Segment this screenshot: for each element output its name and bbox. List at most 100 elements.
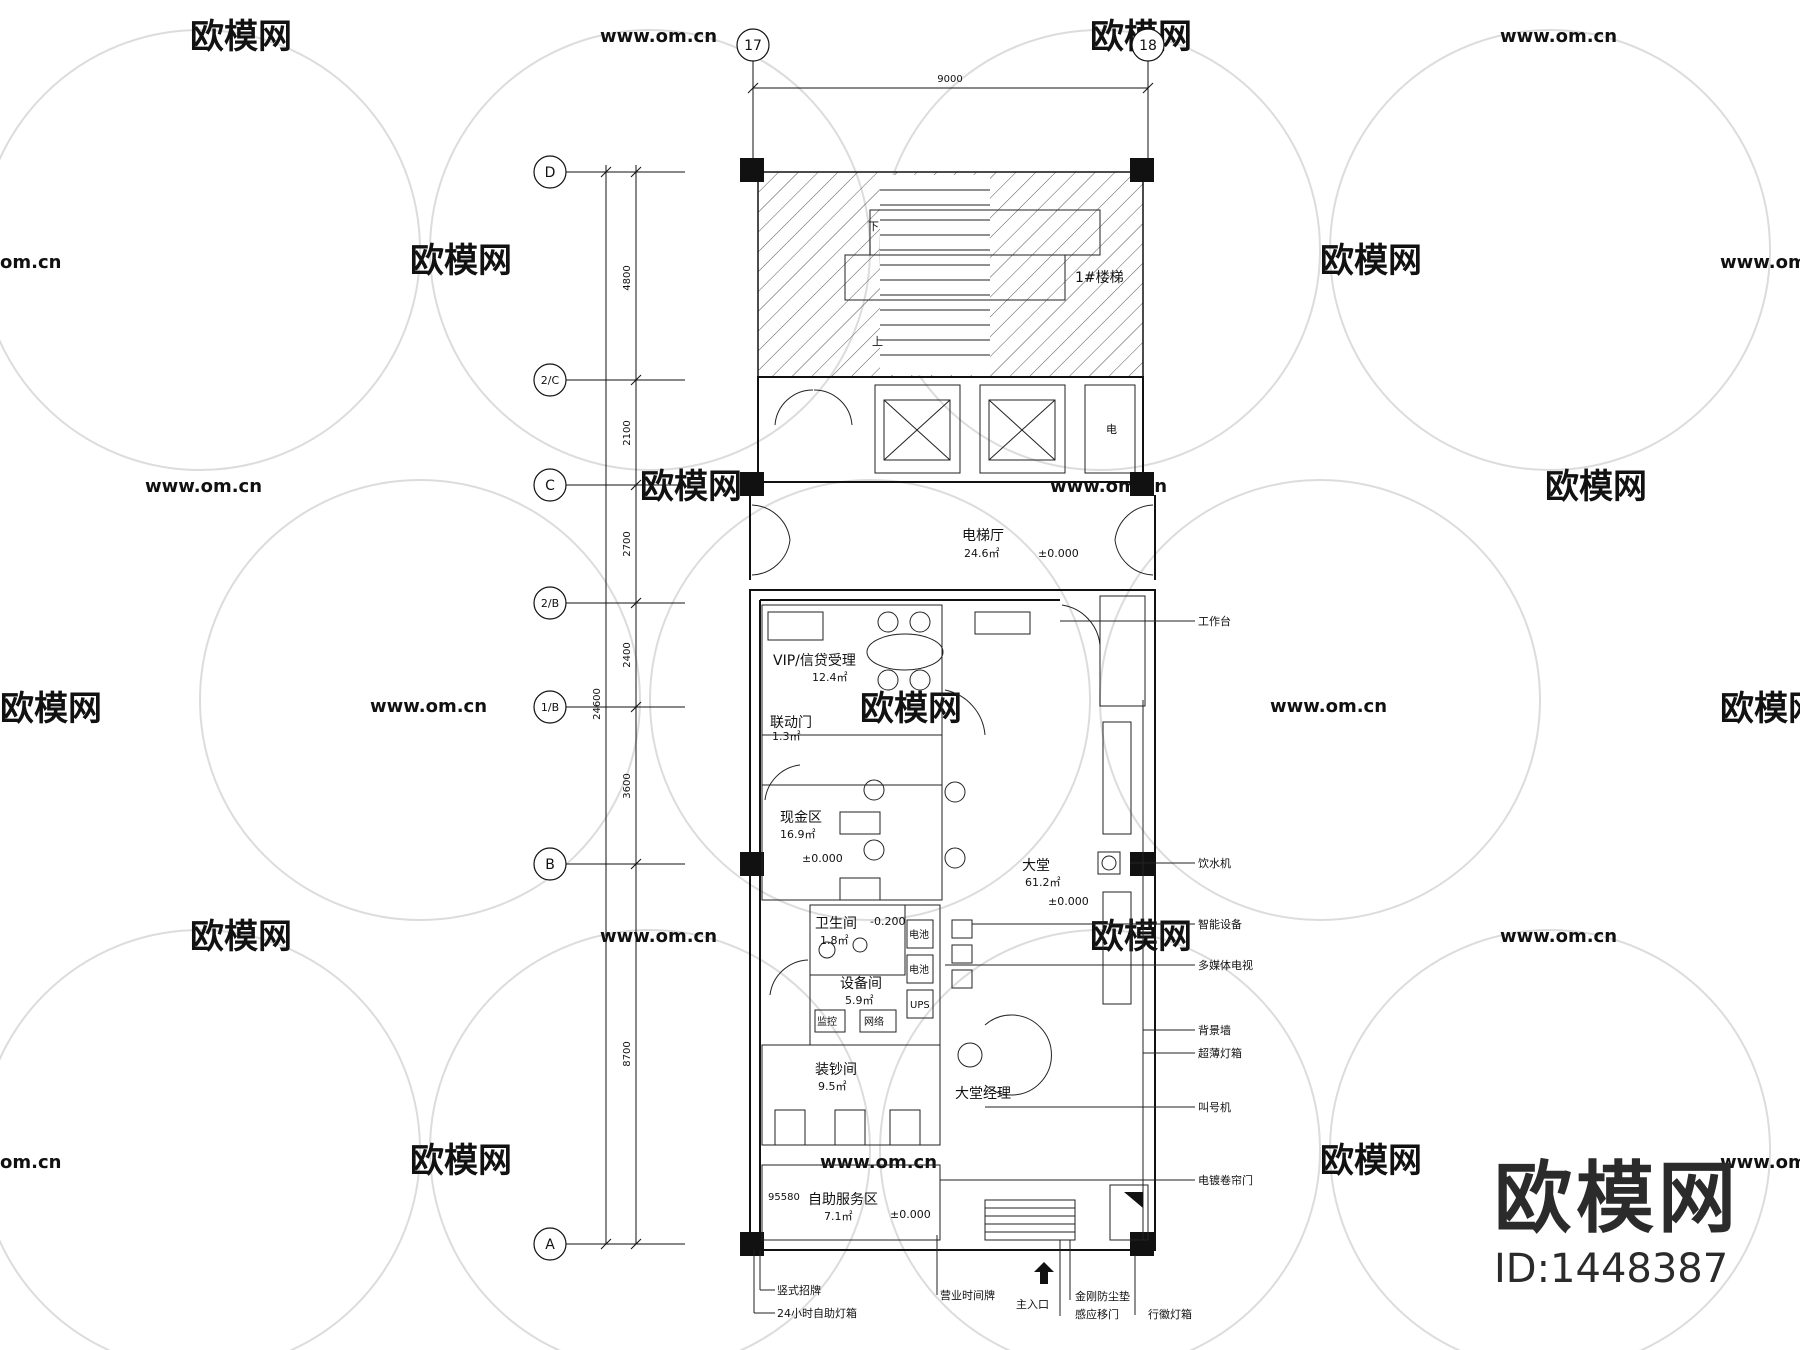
- wm-brand: 欧模网: [410, 241, 512, 281]
- stair-up-label: 上: [872, 335, 883, 348]
- axis-label-C: C: [545, 478, 555, 494]
- axis-label-D: D: [545, 165, 556, 181]
- cash-name: 现金区: [780, 810, 822, 826]
- callouts-bottom: 竖式招牌 24小时自助灯箱 营业时间牌 主入口 金刚防尘垫 感应移门 行徽灯箱: [753, 1235, 1192, 1321]
- callouts-right: 工作台 饮水机 智能设备 多媒体电视 背景墙 超薄灯箱 叫号机 电镀卷帘门: [940, 614, 1253, 1187]
- dim-left-total: 24600: [592, 688, 603, 720]
- brand-name: 欧模网: [1493, 1154, 1740, 1244]
- cash-area-size: 16.9㎡: [780, 828, 816, 841]
- elec-room-label: 电: [1106, 423, 1117, 436]
- stair-block: 下 上 1#楼梯: [757, 171, 1144, 378]
- callout-lightbox: 超薄灯箱: [1198, 1046, 1242, 1060]
- wm-brand: 欧模网: [190, 917, 292, 957]
- lobby-name: 大堂: [1022, 858, 1050, 874]
- callout-queue: 叫号机: [1198, 1100, 1231, 1114]
- wm-brand: 欧模网: [190, 17, 292, 57]
- axis-label-2C: 2/C: [541, 374, 560, 387]
- elevators: 电: [757, 376, 1144, 483]
- wm-url: www.om.cn: [1500, 926, 1617, 947]
- monitor-label: 监控: [817, 1015, 837, 1028]
- interlock-name: 联动门: [770, 715, 812, 731]
- callout-sign-vertical: 竖式招牌: [777, 1283, 821, 1297]
- callout-tv: 多媒体电视: [1198, 958, 1253, 972]
- wm-brand: 欧模网: [410, 1141, 512, 1181]
- dim-left-1: 4800: [622, 265, 633, 290]
- network-label: 网络: [864, 1015, 884, 1028]
- equipment-room: 电池 电池 UPS 监控 网络 设备间 5.9㎡: [769, 904, 941, 1046]
- cash-load-name: 装钞间: [815, 1062, 857, 1078]
- callout-hours: 营业时间牌: [940, 1288, 995, 1302]
- wm-url: www.om.cn: [1270, 696, 1387, 717]
- battery-1: 电池: [909, 928, 929, 941]
- lobby-level: ±0.000: [1048, 895, 1089, 908]
- equipment-name: 设备间: [840, 975, 882, 992]
- callout-bank-box: 行徽灯箱: [1148, 1307, 1192, 1321]
- callout-sign-24h: 24小时自助灯箱: [777, 1306, 857, 1320]
- axis-label-A: A: [545, 1237, 555, 1253]
- wm-brand: 欧模网: [1090, 917, 1192, 957]
- dim-left-6: 8700: [622, 1041, 633, 1066]
- cash-area: 现金区 16.9㎡ ±0.000: [761, 779, 966, 901]
- wc-area: 1.8㎡: [820, 934, 849, 947]
- wm-url: om.cn: [0, 1152, 61, 1173]
- vip-area: 12.4㎡: [812, 671, 848, 684]
- vip-name: VIP/信贷受理: [773, 653, 856, 669]
- wm-url: om.cn: [0, 252, 61, 273]
- callout-water: 饮水机: [1198, 856, 1231, 870]
- callout-bgwall: 背景墙: [1198, 1023, 1231, 1037]
- self-service-room: 95580 自助服务区 7.1㎡ ±0.000: [761, 1164, 941, 1241]
- self-service-code: 95580: [768, 1192, 800, 1203]
- dim-top: 9000: [937, 74, 962, 85]
- callout-smart: 智能设备: [1198, 917, 1242, 931]
- axis-label-17: 17: [744, 38, 762, 54]
- dim-left-2: 2100: [622, 420, 633, 445]
- wm-url: www.om.cn: [600, 926, 717, 947]
- lobby: 大堂 61.2㎡ ±0.000 大堂经理: [940, 595, 1149, 1241]
- wm-brand: 欧模网: [1320, 1141, 1422, 1181]
- self-service-level: ±0.000: [890, 1208, 931, 1221]
- battery-2: 电池: [909, 963, 929, 976]
- axis-label-B: B: [545, 857, 555, 873]
- wm-url: www.om.cn: [600, 26, 717, 47]
- wm-brand: 欧模网: [640, 467, 742, 507]
- self-service-area: 7.1㎡: [824, 1210, 853, 1223]
- dim-left-5: 3600: [622, 773, 633, 798]
- row-axes: D 2/C C 2/B 1/B B A: [533, 155, 685, 1261]
- brand-id: ID:1448387: [1493, 1246, 1729, 1292]
- axis-label-1B: 1/B: [541, 701, 559, 714]
- wm-url: www.om.cn: [145, 476, 262, 497]
- bank-outline: [749, 589, 1156, 1251]
- wm-url: www.om.cn: [1720, 1152, 1800, 1173]
- callout-mat: 金刚防尘垫: [1075, 1289, 1130, 1303]
- axis-label-2B: 2/B: [541, 597, 559, 610]
- elevator-hall-area: 24.6㎡: [964, 547, 1000, 560]
- cash-load-area: 9.5㎡: [818, 1080, 847, 1093]
- elevator-hall-level: ±0.000: [1038, 547, 1079, 560]
- elevator-hall: 电梯厅 24.6㎡ ±0.000: [749, 495, 1156, 580]
- interlock-area: 1.3㎡: [772, 730, 801, 743]
- ups-label: UPS: [910, 1000, 930, 1011]
- wm-url: www.om.cn: [1720, 252, 1800, 273]
- elevator-hall-name: 电梯厅: [962, 528, 1004, 544]
- wc-level: -0.200: [870, 915, 905, 928]
- wm-brand: 欧模网: [1320, 241, 1422, 281]
- cash-level: ±0.000: [802, 852, 843, 865]
- wm-brand: 欧模网: [1720, 689, 1800, 729]
- callout-shutter: 电镀卷帘门: [1198, 1173, 1253, 1187]
- watermark-circles: [0, 29, 1771, 1350]
- wm-brand: 欧模网: [860, 689, 962, 729]
- callout-entrance: 主入口: [1016, 1298, 1049, 1311]
- wm-url: www.om.cn: [370, 696, 487, 717]
- callout-auto-door: 感应移门: [1075, 1307, 1119, 1321]
- stair-name: 1#楼梯: [1075, 270, 1124, 286]
- cash-load-room: 装钞间 9.5㎡: [761, 1044, 941, 1146]
- wc-room: 卫生间 1.8㎡ -0.200: [809, 904, 906, 976]
- dim-left-3: 2700: [622, 531, 633, 556]
- self-service-name: 自助服务区: [808, 1192, 878, 1208]
- dim-left-4: 2400: [622, 642, 633, 667]
- wc-name: 卫生间: [815, 916, 857, 932]
- stair-down-label: 下: [868, 220, 879, 233]
- wm-url: www.om.cn: [820, 1152, 937, 1173]
- equipment-area: 5.9㎡: [845, 994, 874, 1007]
